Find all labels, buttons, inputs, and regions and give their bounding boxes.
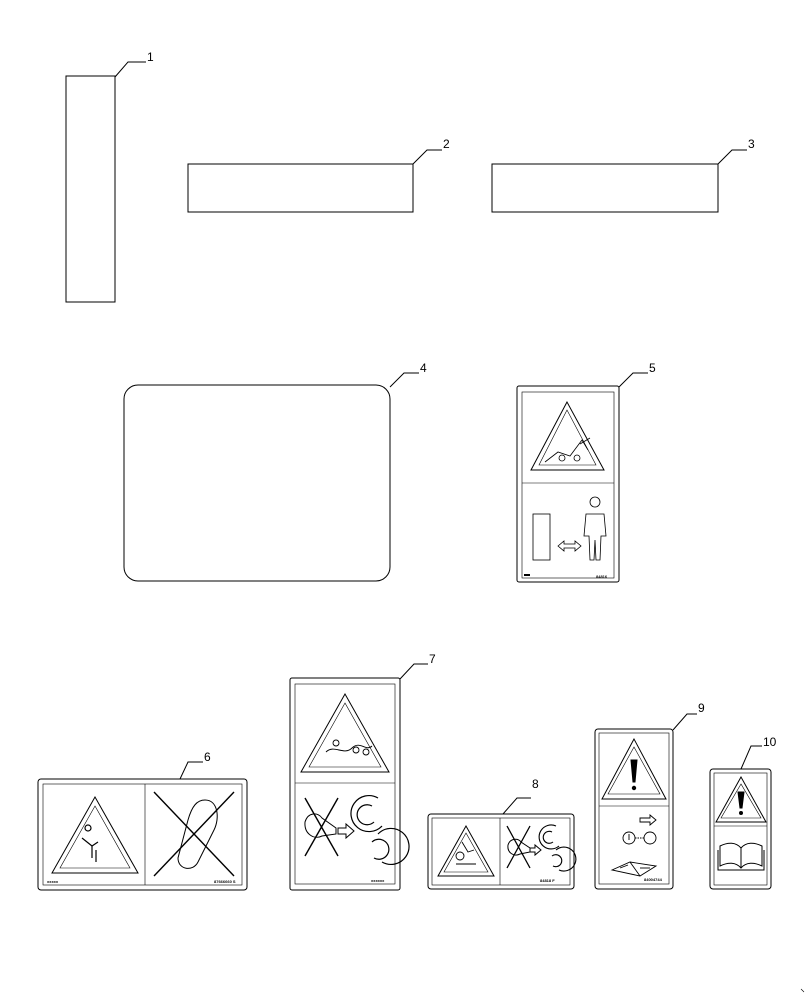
part-code-9: 84004744	[644, 877, 663, 882]
corner-mark	[800, 988, 805, 993]
callout-7: 7	[399, 652, 436, 680]
svg-text:9: 9	[698, 701, 705, 715]
part-8-decal[interactable]: 84818 F	[427, 813, 577, 890]
falling-person-icon	[81, 824, 99, 862]
svg-text:1: 1	[147, 50, 154, 64]
svg-text:6: 6	[204, 750, 211, 764]
crossed-hand-icon	[304, 797, 355, 857]
part-4-panel[interactable]	[123, 384, 391, 582]
part-code-7: xxxxxx	[371, 878, 385, 883]
part-3-strip[interactable]	[491, 163, 719, 213]
part-code-5: 84816	[596, 574, 608, 579]
remove-key-icon	[622, 814, 657, 845]
crossed-hand-icon	[506, 825, 542, 869]
read-manual-icon	[610, 861, 658, 877]
warning-triangle-icon	[715, 775, 767, 823]
svg-text:10: 10	[763, 735, 777, 749]
callout-5: 5	[618, 361, 656, 388]
person-icon	[583, 496, 607, 561]
callout-8: 8	[502, 777, 539, 815]
rotating-part-icon	[538, 824, 577, 872]
part-1-strip[interactable]	[65, 75, 116, 303]
open-book-icon	[717, 842, 765, 871]
exclamation-icon	[737, 791, 745, 815]
warning-triangle-icon	[51, 795, 139, 874]
svg-text:4: 4	[420, 361, 427, 375]
part-6-decal[interactable]: xxxxx 87666660 S	[37, 778, 248, 891]
double-arrow-icon	[557, 540, 582, 552]
no-step-icon	[153, 791, 235, 877]
part-9-decal[interactable]: 84004744	[594, 728, 674, 890]
callout-10: 10	[740, 735, 777, 770]
warning-triangle-icon	[300, 692, 390, 773]
svg-text:7: 7	[429, 652, 436, 666]
callout-9: 9	[672, 701, 705, 731]
machine-hazard-icon	[544, 437, 591, 463]
callout-3: 3	[717, 137, 755, 165]
callout-1: 1	[114, 50, 154, 78]
door-icon	[532, 513, 551, 561]
svg-text:3: 3	[748, 137, 755, 151]
entanglement-icon	[455, 841, 476, 865]
svg-text:2: 2	[443, 137, 450, 151]
warning-triangle-icon	[530, 400, 605, 471]
part-code-6-right: 87666660 S	[214, 879, 236, 884]
part-code-8: 84818 F	[540, 878, 555, 883]
exclamation-icon	[630, 759, 638, 791]
svg-text:8: 8	[532, 777, 539, 791]
warning-triangle-icon	[601, 737, 667, 800]
part-code-6-left: xxxxx	[47, 879, 59, 884]
part-7-decal[interactable]: xxxxxx	[289, 677, 410, 891]
callout-4: 4	[389, 361, 427, 388]
part-2-strip[interactable]	[187, 163, 414, 213]
warning-triangle-icon	[437, 824, 495, 877]
part-10-decal[interactable]	[709, 768, 772, 890]
entanglement-icon	[325, 739, 373, 756]
part-5-decal[interactable]: 84816	[516, 385, 620, 583]
callout-2: 2	[412, 137, 450, 165]
svg-text:5: 5	[649, 361, 656, 375]
rotating-part-icon	[350, 795, 410, 865]
callout-6: 6	[179, 750, 211, 780]
